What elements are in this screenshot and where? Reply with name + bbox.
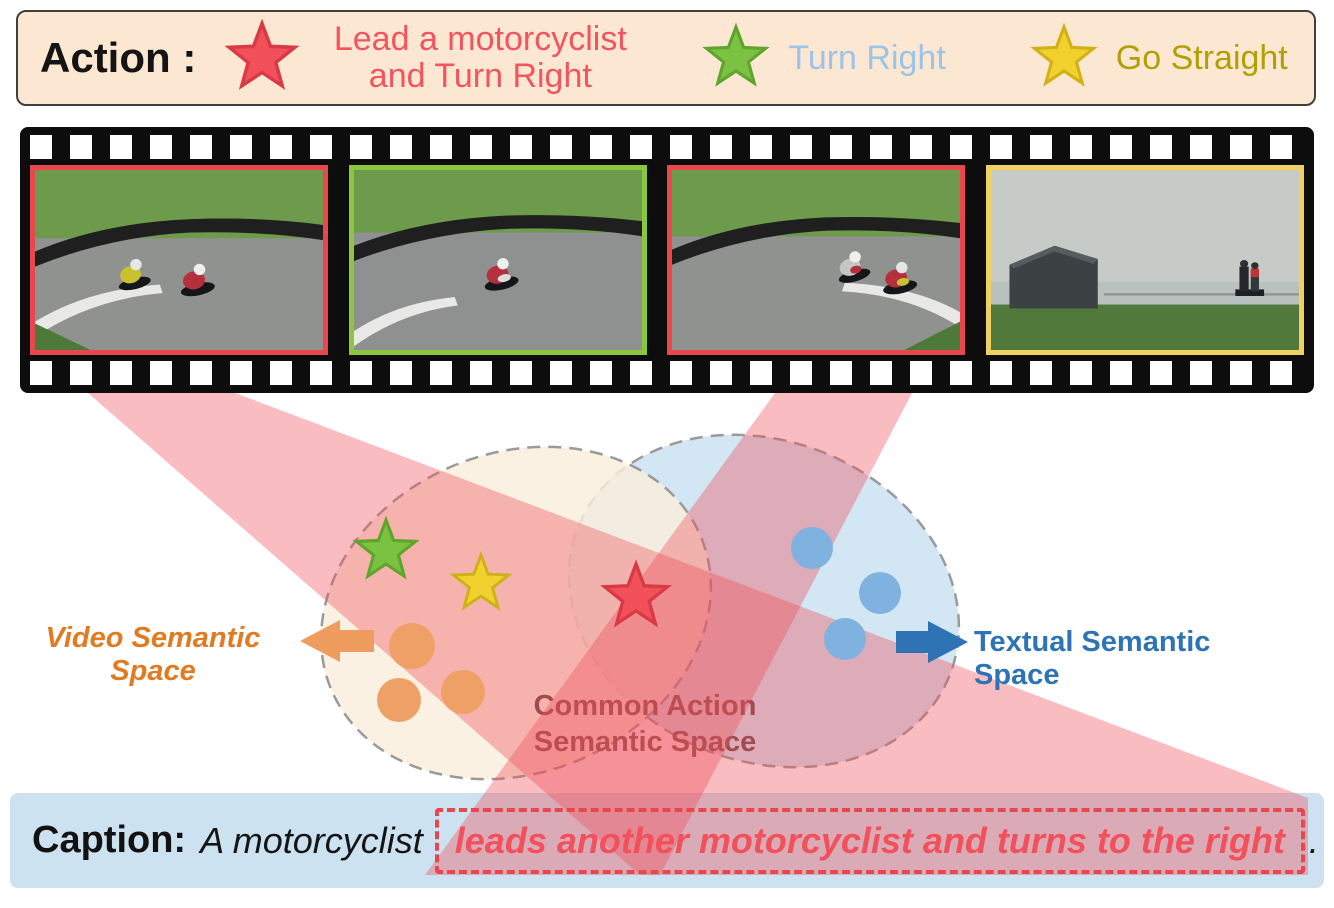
common-action-space-label: Common Action Semantic Space — [533, 690, 757, 759]
video-frames-row — [30, 164, 1304, 356]
green-star-icon — [705, 25, 768, 85]
yellow-star-marker — [451, 553, 511, 609]
sprocket-holes-top — [30, 135, 1304, 159]
action-item-lead-turn-right: Lead a motorcyclist and Turn Right — [333, 20, 627, 95]
video-embedding-dot — [377, 678, 421, 722]
caption-content: Caption: A motorcyclist leads another mo… — [10, 793, 1324, 888]
yellow-star-icon — [1032, 25, 1095, 85]
film-strip — [20, 127, 1314, 393]
green-star-marker — [354, 518, 418, 578]
action-label: Action : — [40, 34, 197, 81]
video-space-label: Video Semantic Space — [45, 622, 261, 687]
caption-label: Caption: — [32, 819, 187, 861]
caption-suffix: . — [1308, 819, 1319, 861]
action-item-turn-right: Turn Right — [788, 38, 946, 77]
textual-space-label: Textual Semantic Space — [974, 626, 1211, 691]
text-embedding-dot — [791, 527, 833, 569]
text-embedding-dot — [824, 618, 866, 660]
video-frame-4 — [985, 165, 1304, 355]
red-star-icon — [227, 21, 297, 88]
left-arrow-icon — [300, 620, 374, 662]
text-embedding-dot — [859, 572, 901, 614]
action-legend-banner: Action : Lead a motorcyclist and Turn Ri… — [16, 10, 1316, 106]
caption-bar: Caption: A motorcyclist leads another mo… — [10, 793, 1324, 888]
caption-prefix: A motorcyclist — [200, 819, 423, 861]
caption-highlight-text: leads another motorcyclist and turns to … — [454, 819, 1285, 861]
video-embedding-dot — [389, 623, 435, 669]
video-frame-3 — [667, 165, 966, 355]
caption-highlight-box: leads another motorcyclist and turns to … — [434, 807, 1305, 874]
action-item-go-straight: Go Straight — [1115, 38, 1288, 77]
red-star-marker — [602, 562, 670, 626]
right-arrow-icon — [896, 621, 968, 663]
video-frame-2 — [348, 165, 647, 355]
video-frame-1 — [30, 165, 328, 355]
video-embedding-dot — [441, 670, 485, 714]
sprocket-holes-bottom — [30, 361, 1304, 385]
